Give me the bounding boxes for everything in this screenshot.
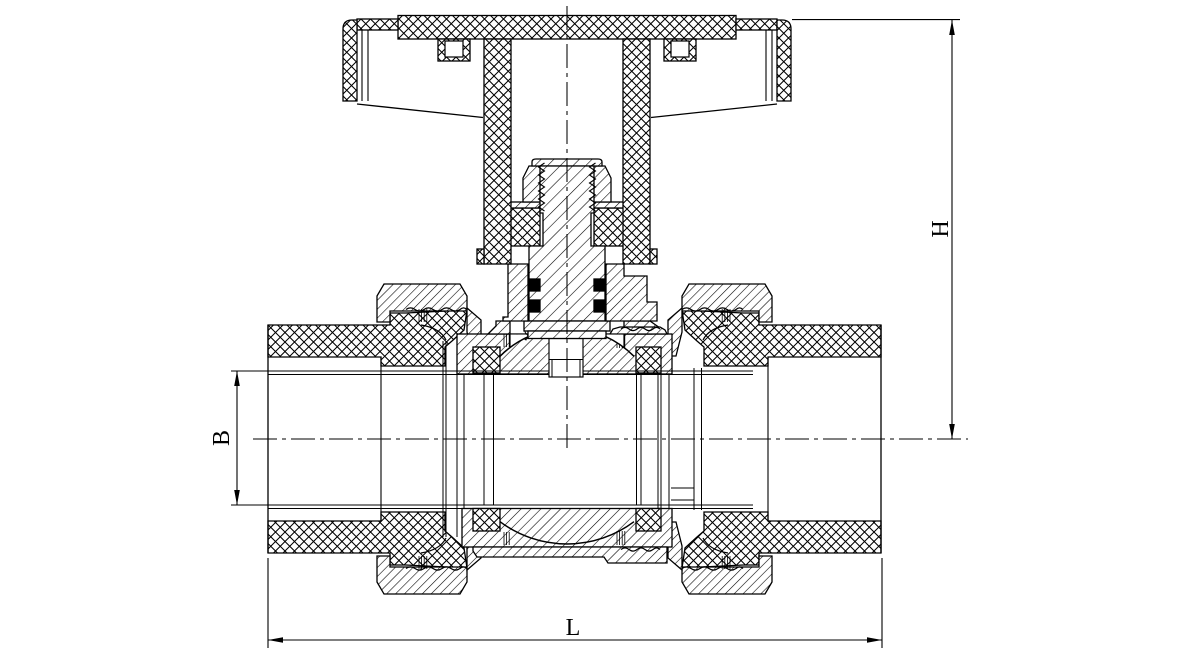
svg-text:B: B (209, 430, 235, 446)
svg-text:L: L (566, 615, 581, 641)
svg-text:H: H (928, 220, 954, 237)
